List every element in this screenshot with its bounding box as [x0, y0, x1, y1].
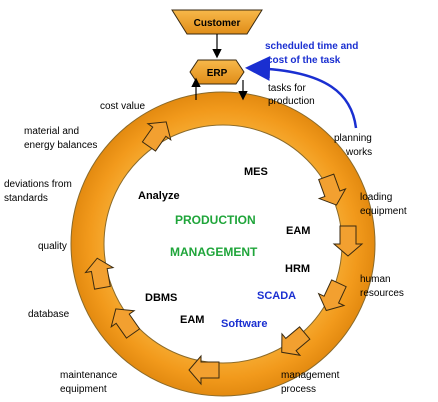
production-label: PRODUCTION	[175, 213, 256, 227]
chevron-arrow-icon-right-2	[332, 225, 364, 257]
chevron-arrow-icon-right-3	[317, 279, 347, 312]
loading-label-line1: loading	[360, 192, 392, 203]
eam-right-label: EAM	[286, 225, 310, 237]
human-label-line1: human	[360, 274, 391, 285]
deviations-label-line1: deviations from	[4, 179, 72, 190]
management-label-line2: process	[281, 384, 316, 395]
deviations-label-line2: standards	[4, 193, 48, 204]
software-label: Software	[221, 318, 267, 330]
planning-label-line1: planning	[334, 133, 372, 144]
planning-label-line2: works	[345, 147, 372, 158]
customer-box: Customer	[171, 9, 263, 35]
eam-left-label: EAM	[180, 314, 204, 326]
chevron-arrow-icon-left	[84, 257, 115, 290]
cost-value-label: cost value	[100, 101, 145, 112]
material-label-line2: energy balances	[24, 140, 97, 151]
erp-label: ERP	[207, 68, 228, 79]
dbms-label: DBMS	[145, 292, 177, 304]
mes-label: MES	[244, 166, 268, 178]
chevron-arrow-icon-lower-left	[110, 308, 141, 339]
ring-chevrons	[84, 121, 364, 386]
chevron-arrow-icon-bottom	[188, 354, 220, 386]
material-label-line1: material and	[24, 126, 79, 137]
maintenance-label-line2: equipment	[60, 384, 107, 395]
chevron-arrow-icon-right-1	[317, 173, 347, 206]
erp-box: ERP	[189, 59, 245, 85]
chevron-arrow-icon-lower-right	[281, 326, 311, 357]
tasks-label-line1: tasks for	[268, 83, 306, 94]
management-center-label: MANAGEMENT	[170, 245, 258, 259]
customer-label: Customer	[194, 18, 241, 29]
database-label: database	[28, 309, 70, 320]
process-ring	[70, 91, 376, 397]
quality-label: quality	[38, 241, 67, 252]
chevron-arrow-icon-upper-left	[141, 121, 172, 152]
scheduled-note-line1: scheduled time and	[265, 41, 358, 52]
maintenance-label-line1: maintenance	[60, 370, 118, 381]
human-label-line2: resources	[360, 288, 404, 299]
hrm-label: HRM	[285, 263, 310, 275]
planning-to-erp-arrow	[245, 56, 358, 129]
loading-label-line2: equipment	[360, 206, 407, 217]
scada-label: SCADA	[257, 290, 296, 302]
management-label-line1: management	[281, 370, 340, 381]
analyze-label: Analyze	[138, 190, 180, 202]
tasks-label-line2: production	[268, 96, 315, 107]
scheduled-note-line2: cost of the task	[267, 55, 341, 66]
